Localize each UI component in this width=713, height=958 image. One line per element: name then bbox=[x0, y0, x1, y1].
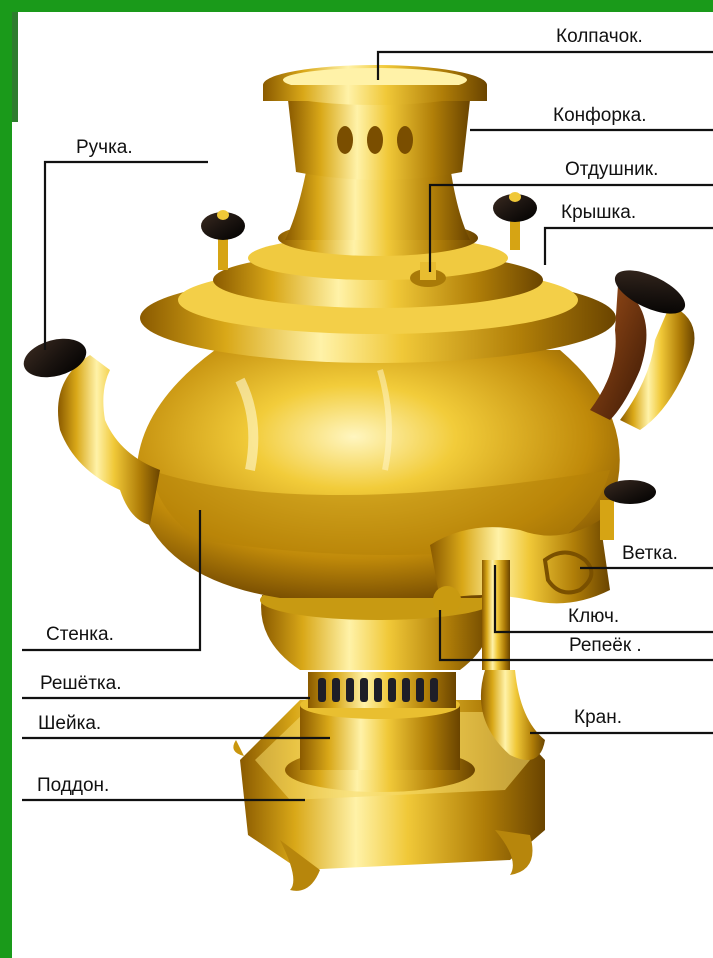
label-poddon: Поддон. bbox=[37, 776, 109, 796]
label-sheyka: Шейка. bbox=[38, 714, 101, 734]
crown bbox=[288, 100, 470, 180]
lid-knob-right bbox=[493, 192, 537, 250]
label-repeyok: Репеёк . bbox=[569, 636, 642, 656]
grate bbox=[308, 672, 456, 708]
label-klyuch: Ключ. bbox=[568, 607, 619, 627]
lid-knob-left bbox=[201, 210, 245, 270]
label-kran: Кран. bbox=[574, 708, 622, 728]
label-konforka: Конфорка. bbox=[553, 106, 646, 126]
cap bbox=[263, 65, 487, 105]
right-handle bbox=[590, 261, 695, 430]
label-kryshka: Крышка. bbox=[561, 203, 636, 223]
label-stenka: Стенка. bbox=[46, 625, 114, 645]
left-handle bbox=[19, 332, 160, 525]
label-vetka: Ветка. bbox=[622, 544, 678, 564]
leader-kryshka bbox=[545, 228, 713, 265]
label-reshyotka: Решётка. bbox=[40, 674, 122, 694]
label-kolpachok: Колпачок. bbox=[556, 27, 643, 47]
label-ruchka: Ручка. bbox=[76, 138, 133, 158]
label-otdushnik: Отдушник. bbox=[565, 160, 658, 180]
